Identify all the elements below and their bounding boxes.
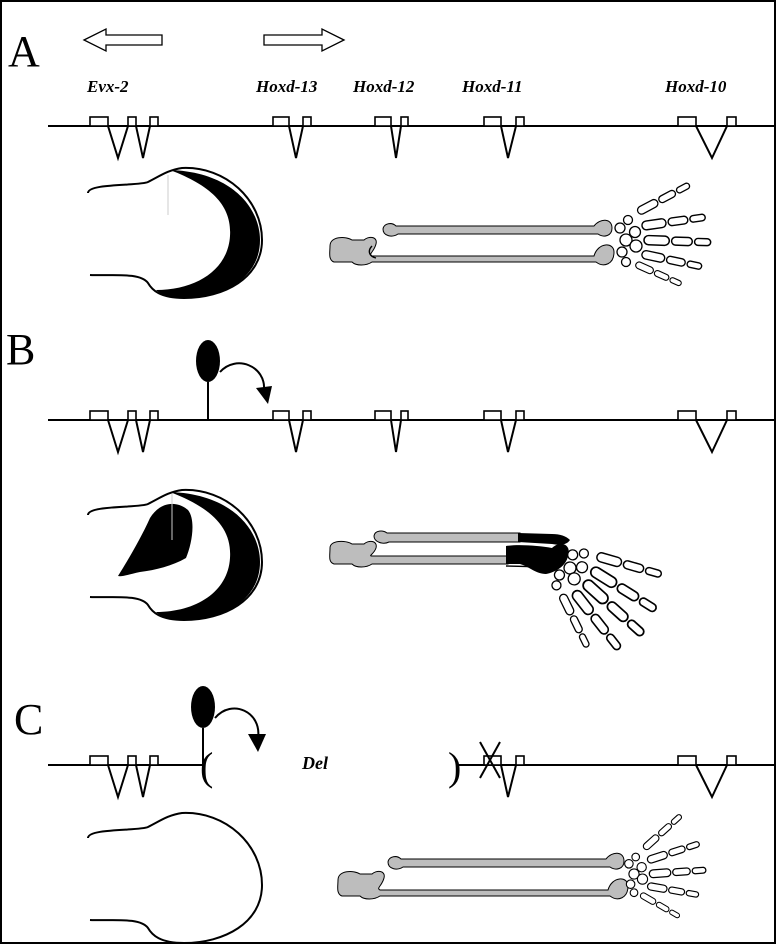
gene-track-c: ( ) Del bbox=[48, 742, 776, 797]
panel-a: A Evx-2 Hoxd-13 Hoxd-12 Hoxd-11 Hoxd-10 bbox=[8, 27, 776, 298]
limb-bud-b bbox=[88, 490, 262, 620]
skeleton-a bbox=[330, 181, 711, 287]
activation-arrow-icon bbox=[220, 363, 264, 390]
enhancer-b bbox=[196, 340, 272, 420]
panel-c-letter: C bbox=[14, 695, 43, 744]
label-hoxd13: Hoxd-13 bbox=[255, 77, 318, 96]
label-hoxd12: Hoxd-12 bbox=[352, 77, 415, 96]
skeleton-b bbox=[330, 518, 682, 672]
enhancer-c bbox=[191, 686, 266, 765]
enhancer-icon-c bbox=[191, 686, 215, 728]
deletion-close-bracket: ) bbox=[448, 744, 461, 789]
limb-bud-c bbox=[88, 813, 262, 943]
label-hoxd11: Hoxd-11 bbox=[461, 77, 522, 96]
activation-arrow-icon-c bbox=[215, 709, 258, 738]
panel-c: C ( ) Del bbox=[14, 686, 776, 943]
panel-b: B bbox=[6, 325, 776, 672]
enhancer-icon bbox=[196, 340, 220, 382]
evx2-direction-arrow-icon bbox=[84, 29, 162, 51]
deletion-open-bracket: ( bbox=[200, 744, 213, 789]
gene-track-b bbox=[48, 411, 776, 452]
deletion-label: Del bbox=[301, 753, 328, 773]
hoxd-direction-arrow-icon bbox=[264, 29, 344, 51]
skeleton-c bbox=[338, 813, 706, 919]
label-evx2: Evx-2 bbox=[86, 77, 129, 96]
panel-a-letter: A bbox=[8, 27, 40, 76]
gene-track-a bbox=[48, 117, 776, 158]
label-hoxd10: Hoxd-10 bbox=[664, 77, 727, 96]
panel-b-letter: B bbox=[6, 325, 35, 374]
limb-bud-a bbox=[88, 168, 262, 298]
